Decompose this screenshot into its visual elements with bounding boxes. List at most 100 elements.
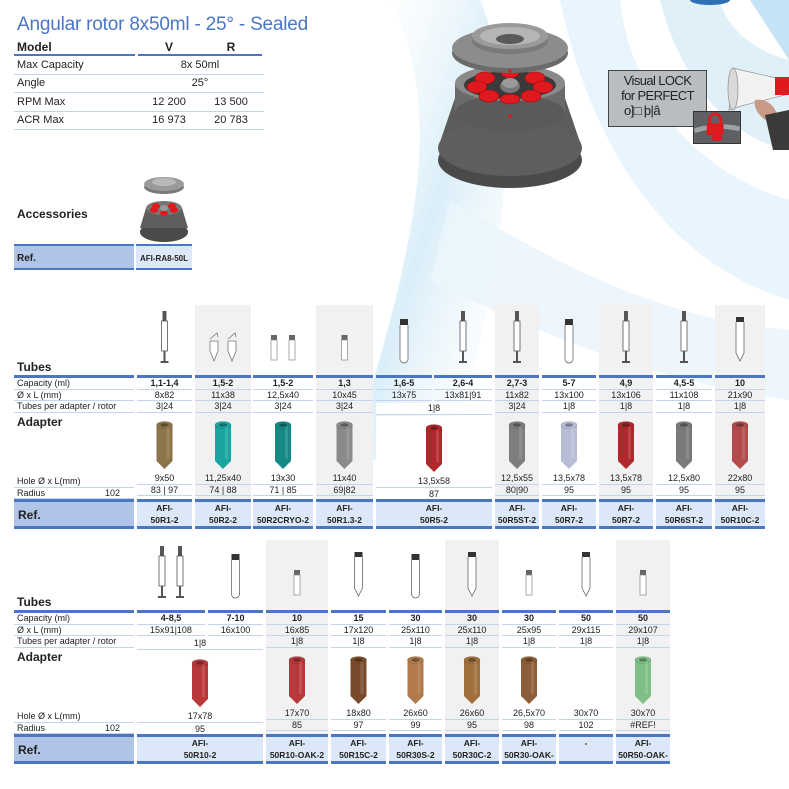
tubes-per-adapter-value: 3|24 (137, 401, 192, 413)
hole-value: 9x50 (137, 473, 192, 485)
dimensions-value: 12,5x40 (253, 390, 313, 401)
tubes-per-adapter-value: 3|24 (195, 401, 251, 413)
hole-value: 12,5x80 (656, 473, 712, 485)
accessories-label: Accessories (17, 207, 88, 221)
tubes-per-adapter-value: 1|8 (137, 638, 263, 650)
capacity-value: 1,5-2 (195, 378, 251, 390)
tube-image (354, 552, 363, 597)
hole-value: 13x30 (253, 473, 313, 485)
tubes-per-adapter-value: 1|8 (599, 401, 653, 413)
radius-value: 83 | 97 (137, 485, 192, 496)
ref-value: AFI-50R10-OAK-2 (266, 734, 328, 764)
ref-value: AFI-50R7-2 (599, 499, 653, 529)
hole-value: 13,5x78 (599, 473, 653, 485)
capacity-value: 15 (331, 613, 386, 625)
dimensions-value: 11x108 (656, 390, 712, 401)
capacity-value: 1,5-2 (253, 378, 313, 390)
hole-label: Hole Ø x L(mm) (14, 476, 134, 488)
adapter-image (560, 421, 578, 469)
hole-value: 17x70 (266, 708, 328, 720)
accessory-rotor-image (140, 177, 188, 242)
tubes-per-adapter-value: 1|8 (389, 636, 442, 648)
hole-value: 12,5x55 (495, 473, 539, 485)
ref-value: AFI-50R2-2 (195, 499, 251, 529)
radius-value: 97 (331, 720, 386, 731)
adapter-image (214, 421, 232, 469)
ref-value: AFI-50R30C-2 (445, 734, 499, 764)
spec-row: Angle 25° (14, 75, 264, 93)
hole-value: 17x78 (137, 711, 263, 723)
tube-image (680, 311, 688, 363)
tube-image (158, 546, 184, 598)
spec-table: Model V R Max Capacity 8x 50ml Angle 25°… (14, 40, 264, 130)
tubes-per-adapter-value: 3|24 (316, 401, 373, 413)
dimensions-value: 11x82 (495, 390, 539, 401)
dimensions-value: 10x45 (316, 390, 373, 401)
spec-header-row: Model V R (14, 40, 264, 56)
adapter-image (675, 421, 693, 469)
dimensions-value: 25x110 (389, 625, 442, 636)
radius-value: 102 (559, 720, 613, 731)
tubes-per-adapter-label: Tubes per adapter / rotor (14, 401, 134, 413)
capacity-value: 4,9 (599, 378, 653, 390)
tubes-per-adapter-value: 1|8 (616, 636, 670, 648)
ref-value: AFI-50R10C-2 (715, 499, 765, 529)
ref-value: AFI-50R6ST-2 (656, 499, 712, 529)
ref-value: AFI-50R10-2 (137, 734, 263, 764)
radius-value: 95 (715, 485, 765, 496)
hole-value: 30x70 (559, 708, 613, 720)
dimensions-value: 21x90 (715, 390, 765, 401)
radius-value: #REF! (616, 720, 670, 731)
hole-value: 30x70 (616, 708, 670, 720)
tubes-per-adapter-value: 1|8 (715, 401, 765, 413)
tubes-per-adapter-value: 1|8 (502, 636, 556, 648)
ref-value: AFI-50R2CRYO-2 (253, 499, 313, 529)
tubes-per-adapter-value: 1|8 (542, 401, 596, 413)
capacity-value: 1,3 (316, 378, 373, 390)
radius-value: 80|90 (495, 485, 539, 496)
hole-value: 11,25x40 (195, 473, 251, 485)
tube-image (639, 570, 647, 596)
dimensions-value: 13x106 (599, 390, 653, 401)
capacity-value: 30 (389, 613, 442, 625)
ref-value: AFI-50R15C-2 (331, 734, 386, 764)
adapter-image (425, 424, 443, 472)
adapter-image (288, 656, 306, 704)
ref-value: AFI-50R7-2 (542, 499, 596, 529)
ref-label: Ref. (14, 499, 134, 529)
dimensions-value: 29x115 (559, 625, 613, 636)
tube-image (467, 552, 477, 597)
padlock-icon (693, 111, 741, 144)
hole-value: 13,5x58 (376, 476, 492, 488)
hole-value: 18x80 (331, 708, 386, 720)
hole-value: 13,5x78 (542, 473, 596, 485)
capacity-value: 10 (266, 613, 328, 625)
adapter-label: Adapter (17, 650, 63, 664)
dimensions-value: 16x100 (208, 625, 263, 636)
capacity-value: 4-8,5 (137, 613, 205, 625)
tubes-per-adapter-value: 1|8 (656, 401, 712, 413)
adapter-image (407, 656, 424, 704)
spec-row: Max Capacity 8x 50ml (14, 56, 264, 75)
tubes-per-adapter-value: 1|8 (331, 636, 386, 648)
capacity-value: 2,7-3 (495, 378, 539, 390)
ref-value: AFI-50R1.3-2 (316, 499, 373, 529)
tube-image (399, 319, 409, 364)
radius-value: 99 (389, 720, 442, 731)
hole-label: Hole Ø x L(mm) (14, 711, 134, 723)
hole-value: 26x60 (389, 708, 442, 720)
